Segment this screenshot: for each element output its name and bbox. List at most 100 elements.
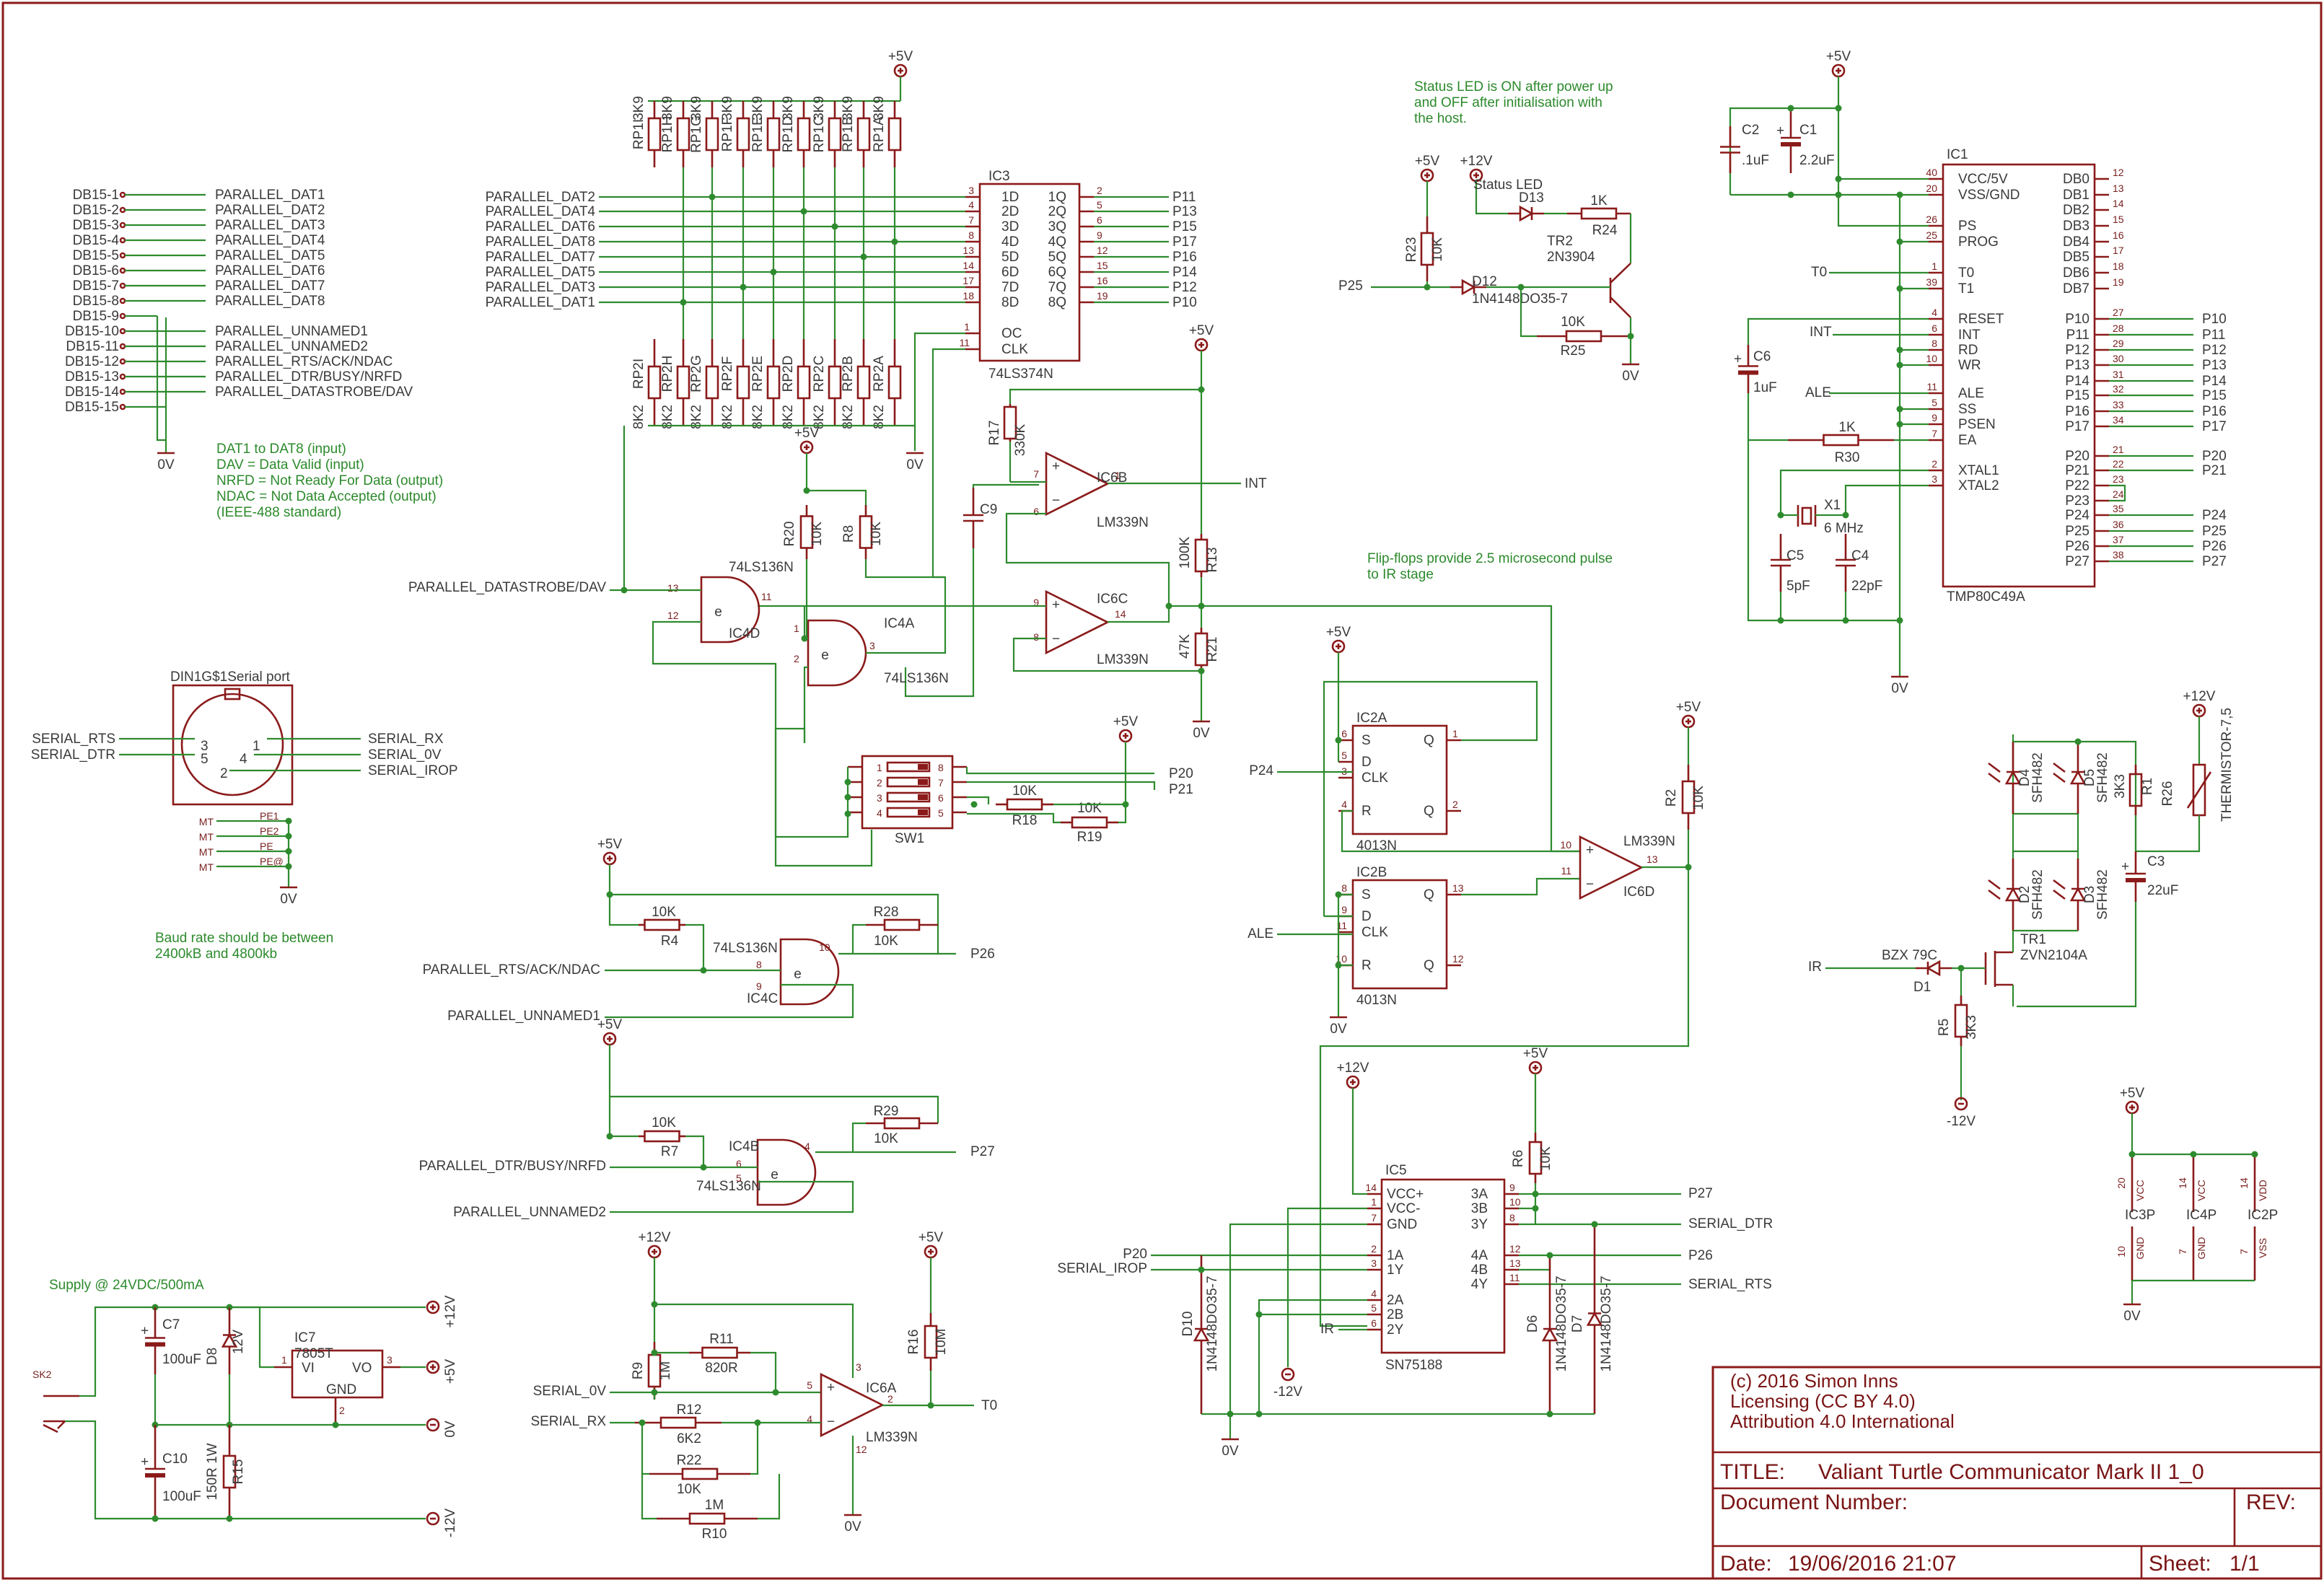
ic1-pin-num: 23	[2113, 473, 2124, 485]
r7-resistor	[644, 1130, 680, 1143]
neg12-label: -12V	[1273, 1384, 1302, 1400]
rp2-resistor	[736, 365, 750, 400]
ic1-pin-name: DB1	[2063, 188, 2090, 203]
r24-ref: R24	[1592, 223, 1618, 238]
ic5-pin-name: 4A	[1471, 1248, 1488, 1263]
r10-ref: R10	[702, 1527, 727, 1542]
rp1-ref: RP1B	[841, 116, 856, 152]
ic1-pin-name: T0	[1958, 265, 1974, 281]
ic1-pin-name: DB0	[2063, 172, 2090, 187]
junction-dot	[700, 1164, 707, 1171]
ic1-output-label: P11	[2202, 328, 2225, 343]
rp1-value: 3K9	[750, 96, 766, 120]
pin-num: 14	[1115, 608, 1126, 620]
sk2-pin	[57, 1421, 66, 1429]
r10-wire	[641, 1474, 657, 1520]
ic1-pin-num: 14	[2113, 198, 2124, 209]
rp1-resistor	[856, 117, 871, 152]
pe-pin: PE1	[260, 810, 279, 822]
rail-symbol	[426, 1418, 440, 1432]
d1-ref: D1	[1913, 980, 1931, 995]
ic1-pin-name: PS	[1958, 219, 1976, 234]
ic5-pin-name: GND	[1387, 1217, 1417, 1232]
ic1-pin-name: VCC/5V	[1958, 172, 2008, 187]
power-pin-name: GND	[2196, 1237, 2207, 1259]
r4-wire	[685, 923, 705, 970]
p25-label: P25	[1338, 278, 1363, 294]
document-number-label: Document Number:	[1720, 1490, 1908, 1514]
note-line: Flip-flops provide 2.5 microsecond pulse	[1367, 551, 1613, 566]
ground-label: 0V	[157, 457, 175, 473]
d13-led	[1519, 205, 1534, 222]
r18-resistor	[1006, 798, 1043, 811]
r22-value: 10K	[677, 1482, 701, 1497]
ic1-pin-name: P26	[2065, 539, 2090, 554]
r7-ref: R7	[661, 1144, 678, 1159]
ic1-pin-name: XTAL2	[1958, 478, 1999, 493]
ic7-pin-num: 3	[387, 1354, 393, 1366]
ic1-pin-num: 20	[1926, 183, 1937, 194]
r12-resistor	[659, 1416, 697, 1429]
date-label: Date:	[1720, 1552, 1772, 1576]
db15-pin	[119, 282, 126, 289]
ic3-pin-name: 2Q	[1048, 204, 1066, 219]
ic3-ref: IC3	[988, 169, 1010, 184]
c6-ref: C6	[1753, 349, 1771, 364]
c5-value: 5pF	[1786, 579, 1810, 594]
ic5-pin-num: 11	[1509, 1272, 1520, 1283]
c2-value: .1uF	[1742, 153, 1769, 168]
junction-dot	[1835, 175, 1842, 183]
ic2b-pin-name: R	[1361, 958, 1372, 973]
p24-label: P24	[1249, 763, 1273, 778]
r28-ref: R28	[874, 905, 899, 920]
rp1-resistor	[736, 117, 750, 152]
rp2-value: 8K2	[872, 405, 887, 429]
junction-dot	[844, 778, 851, 786]
rail-label: +12V	[443, 1295, 458, 1327]
power-pin-name: VCC	[2134, 1180, 2146, 1201]
ic6a-ref: IC6A	[866, 1381, 897, 1396]
supply-label: +12V	[639, 1230, 671, 1245]
ic2b-pin-name: S	[1361, 887, 1371, 903]
r15-resistor	[222, 1454, 237, 1489]
rail-label: 0V	[443, 1421, 458, 1438]
ic3-pin-num: 7	[968, 214, 974, 226]
ic5-pin-num: 10	[1509, 1196, 1521, 1208]
r20-resistor	[799, 515, 814, 549]
ic1-pin-name: P13	[2065, 358, 2090, 373]
tr2-ref: TR2	[1547, 234, 1573, 249]
ic2a-pin-name: S	[1361, 733, 1371, 748]
serial-rx-label: SERIAL_RX	[530, 1414, 606, 1429]
ic1-vcc-wire	[1837, 108, 1929, 180]
rp2-ref: RP2G	[689, 355, 704, 392]
din-net: SERIAL_RTS	[32, 732, 115, 747]
junction-dot	[1896, 361, 1903, 369]
ic3-pin-num: 1	[964, 321, 970, 333]
r1-resistor	[2128, 773, 2143, 807]
ic6b-part: LM339N	[1097, 515, 1149, 530]
ic1-output-label: P17	[2202, 419, 2227, 434]
ic3-pin-name: 5D	[1001, 250, 1019, 265]
p20-wire	[965, 767, 1154, 775]
ic4a-gate	[807, 619, 867, 687]
sw1-switch	[886, 791, 931, 803]
c6-value: 1uF	[1753, 380, 1777, 395]
c10-ref: C10	[162, 1452, 188, 1467]
db15-net-label: PARALLEL_DAT4	[215, 233, 325, 248]
ic4c-gate	[779, 938, 840, 1006]
db15-pin	[119, 221, 126, 229]
cap-plate	[145, 1473, 165, 1478]
ic4d-ref: IC4D	[729, 626, 760, 641]
junction-dot	[1198, 1266, 1205, 1273]
junction-dot	[1255, 1410, 1263, 1418]
ic3-pin-num: 11	[959, 337, 970, 348]
ic6c-comparator	[1045, 589, 1110, 655]
supply-label: +5V	[794, 426, 820, 441]
ic1-pin-num: 6	[1931, 322, 1937, 334]
ic1-pin-num: 26	[1926, 214, 1937, 225]
